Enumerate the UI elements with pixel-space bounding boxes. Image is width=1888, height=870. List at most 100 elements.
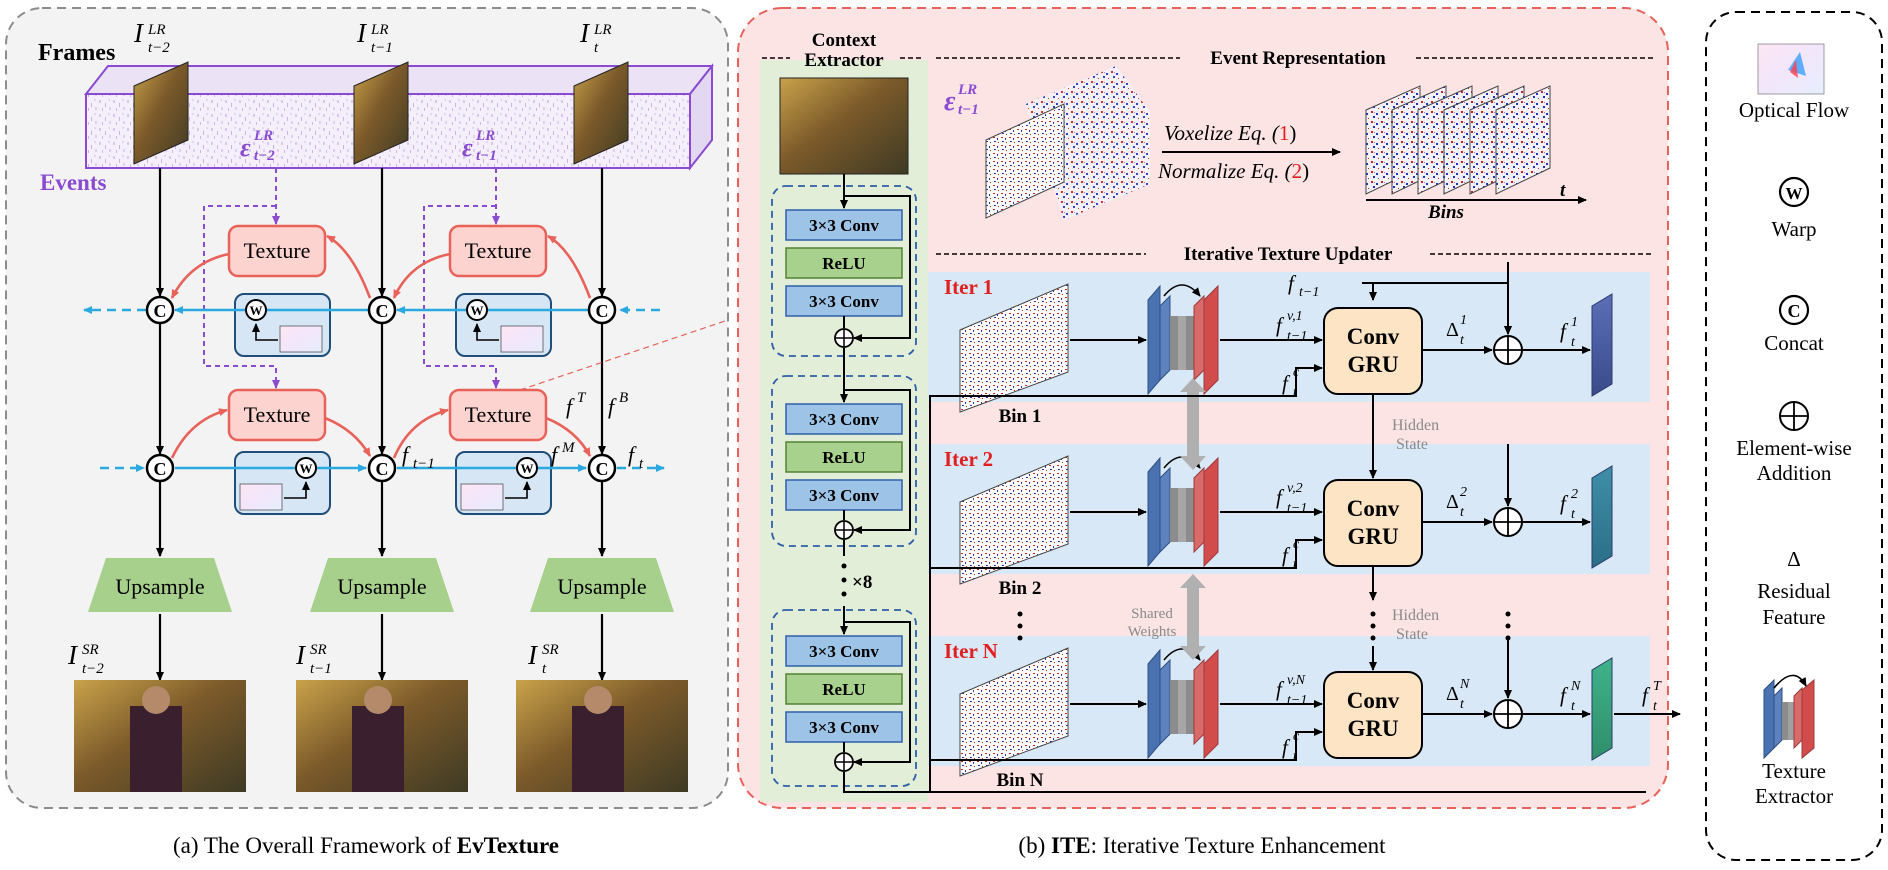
output-feature-map <box>1591 657 1613 761</box>
svg-text:ε: ε <box>240 133 251 162</box>
svg-text:GRU: GRU <box>1347 352 1399 377</box>
output-images <box>74 680 688 792</box>
svg-text:v,1: v,1 <box>1287 309 1303 324</box>
svg-text:t: t <box>1560 180 1566 201</box>
svg-text:W: W <box>250 303 263 318</box>
svg-text:t: t <box>542 661 547 677</box>
svg-text:Conv: Conv <box>1347 496 1400 521</box>
svg-text:C: C <box>596 459 609 479</box>
svg-text:Conv: Conv <box>1347 688 1400 713</box>
svg-text:Texture: Texture <box>1762 759 1826 783</box>
svg-text:Feature: Feature <box>1763 605 1826 629</box>
event-representation-title: Event Representation <box>936 48 1654 69</box>
svg-text:Δ: Δ <box>1446 319 1459 341</box>
svg-text:3×3 Conv: 3×3 Conv <box>809 486 879 505</box>
svg-text:t−1: t−1 <box>310 661 332 677</box>
svg-text:3×3 Conv: 3×3 Conv <box>809 292 879 311</box>
caption-a: (a) The Overall Framework of EvTexture <box>173 833 559 858</box>
voxel-bins: Bins t <box>1365 85 1587 223</box>
svg-text:I: I <box>356 18 368 48</box>
hidden-state-flows <box>1017 394 1511 671</box>
svg-text:t: t <box>594 40 599 56</box>
upsample-block: Upsample <box>88 558 232 612</box>
svg-text:v,2: v,2 <box>1287 481 1303 496</box>
event-cube <box>985 66 1150 220</box>
add-node <box>1493 699 1523 729</box>
svg-text:3×3 Conv: 3×3 Conv <box>809 642 879 661</box>
svg-text:2: 2 <box>1571 487 1578 502</box>
output-title-1: I SR t−2 <box>67 640 104 677</box>
svg-text:Context: Context <box>812 30 877 51</box>
updater-title: Iterative Texture Updater <box>936 244 1654 265</box>
residual-block: 3×3 Conv ReLU 3×3 Conv <box>771 375 917 547</box>
svg-text:W: W <box>471 303 484 318</box>
svg-text:LR: LR <box>475 128 495 144</box>
svg-text:Hidden: Hidden <box>1392 417 1439 434</box>
svg-text:f: f <box>1282 735 1291 759</box>
svg-text:Texture: Texture <box>244 238 311 263</box>
add-node <box>834 328 854 348</box>
svg-text:t: t <box>639 456 644 472</box>
svg-text:N: N <box>1570 679 1581 694</box>
svg-text:State: State <box>1396 436 1428 453</box>
svg-text:W: W <box>300 461 313 476</box>
svg-text:t: t <box>1293 557 1298 572</box>
texture-module: Texture <box>227 388 327 442</box>
svg-text:LR: LR <box>370 22 389 38</box>
bin-image <box>959 647 1069 777</box>
svg-text:f: f <box>402 442 411 467</box>
svg-text:3×3 Conv: 3×3 Conv <box>809 410 879 429</box>
upsample-block: Upsample <box>310 558 454 612</box>
svg-text:t−1: t−1 <box>1287 329 1307 344</box>
svg-text:ReLU: ReLU <box>822 680 865 699</box>
svg-text:2: 2 <box>1460 485 1467 500</box>
svg-text:LR: LR <box>593 22 612 38</box>
svg-text:f: f <box>1276 485 1285 509</box>
svg-text:f: f <box>1560 491 1569 515</box>
repeat-dots: ×8 <box>841 563 872 597</box>
svg-text:C: C <box>376 301 389 321</box>
svg-text:M: M <box>561 440 576 456</box>
svg-text:t−1: t−1 <box>1299 285 1319 300</box>
shared-weights-label: Shared Weights <box>1128 606 1177 640</box>
warp-icon: W <box>284 457 317 499</box>
context-extractor-title: Context Extractor <box>762 30 924 71</box>
svg-text:I: I <box>67 640 79 670</box>
svg-text:Extractor: Extractor <box>1755 784 1833 808</box>
svg-text:f: f <box>1642 683 1651 707</box>
svg-text:t−1: t−1 <box>1287 501 1307 516</box>
caption-b: (b) ITE: Iterative Texture Enhancement <box>1018 833 1386 858</box>
add-node <box>1493 507 1523 537</box>
svg-text:v,N: v,N <box>1287 673 1306 688</box>
svg-text:W: W <box>1786 184 1803 203</box>
svg-text:1: 1 <box>1571 315 1578 330</box>
svg-text:t−1: t−1 <box>413 456 435 472</box>
output-feature-map <box>1591 293 1613 397</box>
input-frame-images <box>133 61 629 165</box>
svg-text:Addition: Addition <box>1757 461 1832 485</box>
bin-image <box>959 283 1069 413</box>
warp-icon: W <box>466 299 499 341</box>
svg-text:f: f <box>1276 313 1285 337</box>
svg-text:c: c <box>1293 537 1300 552</box>
svg-text:C: C <box>154 459 167 479</box>
legend-residual: Δ Residual Feature <box>1757 547 1831 629</box>
svg-text:Weights: Weights <box>1128 624 1177 640</box>
svg-text:ε: ε <box>462 133 473 162</box>
svg-text:I: I <box>295 640 307 670</box>
bin-label: Bin 1 <box>999 406 1042 427</box>
bin-label: Bin 2 <box>999 578 1042 599</box>
iteration-label: Iter N <box>944 639 998 663</box>
svg-text:f: f <box>628 442 637 467</box>
svg-text:t−1: t−1 <box>371 40 393 56</box>
svg-text:f: f <box>1282 371 1291 395</box>
svg-text:t−1: t−1 <box>1287 693 1307 708</box>
texture-extractor-icon <box>1147 648 1219 760</box>
iteration-label: Iter 1 <box>944 275 993 299</box>
warp-icon: W <box>245 299 278 341</box>
svg-text:f: f <box>1276 677 1285 701</box>
